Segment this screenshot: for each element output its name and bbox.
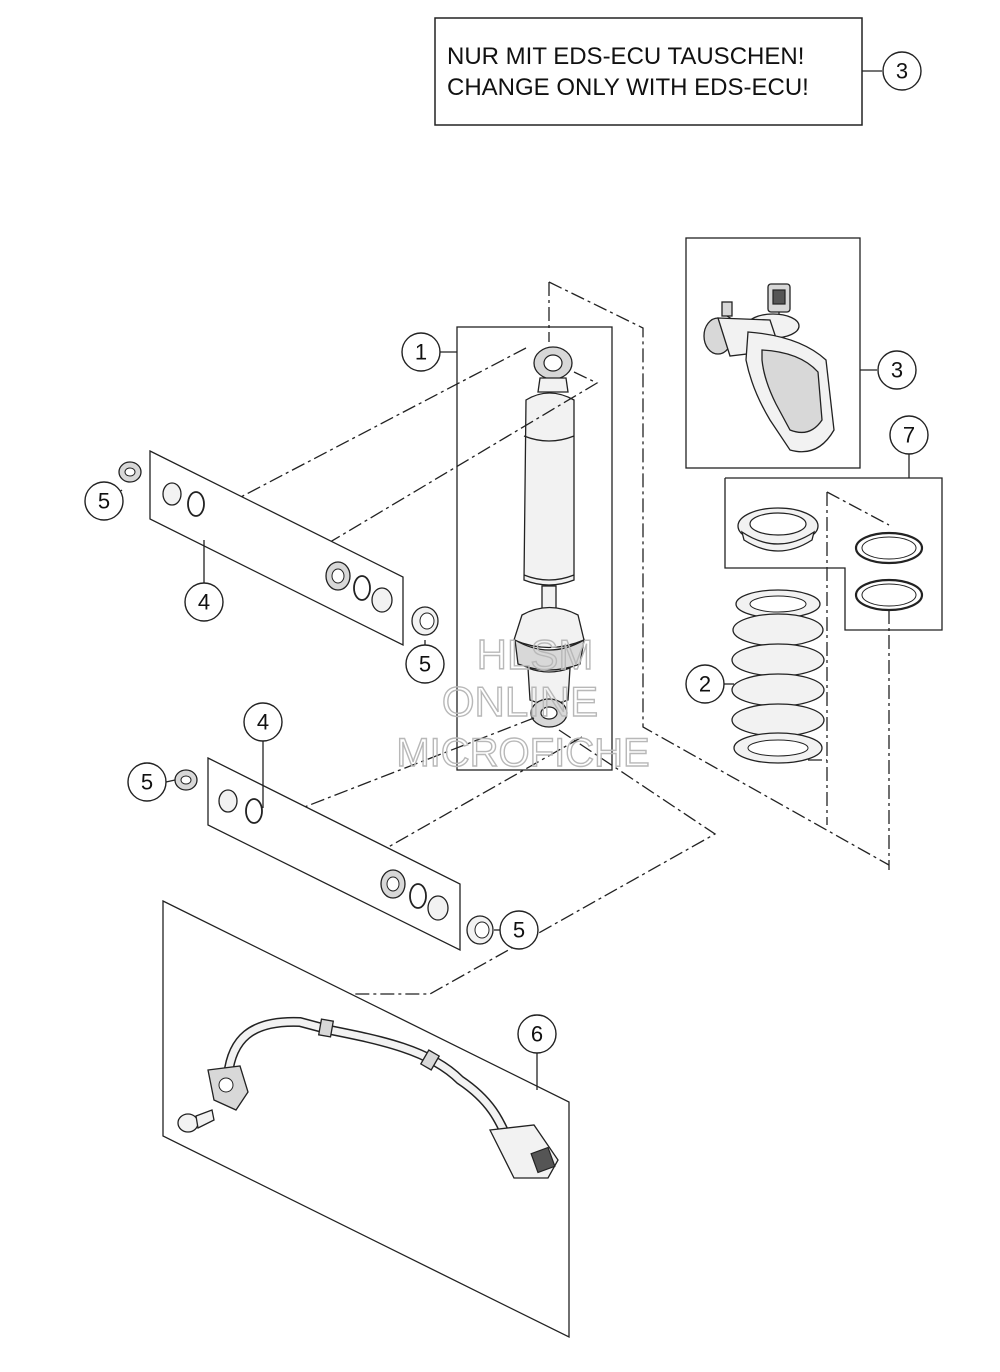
svg-text:3: 3 (896, 59, 908, 84)
svg-text:5: 5 (141, 770, 153, 795)
sleeve-upper-right: 5 (405, 606, 445, 684)
callout-3[interactable]: 3 (877, 350, 917, 390)
bushing-kit-lower-group: 4 (207, 702, 461, 952)
svg-text:5: 5 (419, 652, 431, 677)
sleeve-upper-left: 5 (84, 461, 142, 521)
callout-7[interactable]: 7 (889, 415, 929, 455)
wiring-harness-group: 6 (162, 899, 570, 1339)
notice-line-en: CHANGE ONLY WITH EDS-ECU! (447, 74, 809, 101)
svg-text:7: 7 (903, 423, 915, 448)
shock-absorber-group: 1 (401, 326, 613, 771)
spring-seat-group: 7 (724, 415, 943, 631)
spring-group: 2 (685, 589, 825, 764)
svg-text:1: 1 (415, 340, 427, 365)
svg-text:4: 4 (198, 590, 210, 615)
svg-text:3: 3 (891, 358, 903, 383)
watermark-line-3: MICROFICHE (396, 731, 649, 775)
watermark-line-2: ONLINE (442, 678, 598, 725)
watermark: HLSM ONLINE MICROFICHE (396, 630, 651, 775)
callout-5-upper-left[interactable]: 5 (84, 481, 124, 521)
callout-4-lower[interactable]: 4 (243, 702, 283, 742)
eds-actuator-group: 3 (685, 237, 917, 469)
spring-illustration (731, 589, 825, 764)
callout-5-lower-left[interactable]: 5 (127, 762, 167, 802)
callout-2[interactable]: 2 (685, 664, 725, 704)
svg-text:5: 5 (98, 489, 110, 514)
eds-actuator-illustration (703, 283, 835, 453)
callout-4-upper[interactable]: 4 (184, 582, 224, 622)
callout-5-lower-right[interactable]: 5 (499, 910, 539, 950)
svg-text:2: 2 (699, 672, 711, 697)
watermark-line-1: HLSM (477, 631, 594, 678)
svg-text:4: 4 (257, 710, 269, 735)
wiring-harness-illustration (177, 1016, 559, 1179)
bushing-kit-upper-illustration (162, 482, 393, 613)
sleeve-lower-left: 5 (127, 762, 198, 802)
svg-text:5: 5 (513, 918, 525, 943)
spring-seat-illustration (737, 507, 924, 612)
sleeve-lower-right: 5 (466, 910, 539, 950)
callout-6[interactable]: 6 (517, 1014, 557, 1054)
bushing-kit-upper-group: 4 (149, 449, 404, 647)
notice-ref-callout[interactable]: 3 (882, 51, 922, 91)
svg-text:6: 6 (531, 1022, 543, 1047)
callout-5-upper-right[interactable]: 5 (405, 644, 445, 684)
shock-absorber-illustration (513, 346, 585, 728)
bushing-kit-lower-illustration (218, 789, 449, 921)
notice-line-de: NUR MIT EDS-ECU TAUSCHEN! (447, 43, 804, 70)
notice-box: NUR MIT EDS-ECU TAUSCHEN! CHANGE ONLY WI… (434, 17, 922, 126)
callout-1[interactable]: 1 (401, 332, 441, 372)
